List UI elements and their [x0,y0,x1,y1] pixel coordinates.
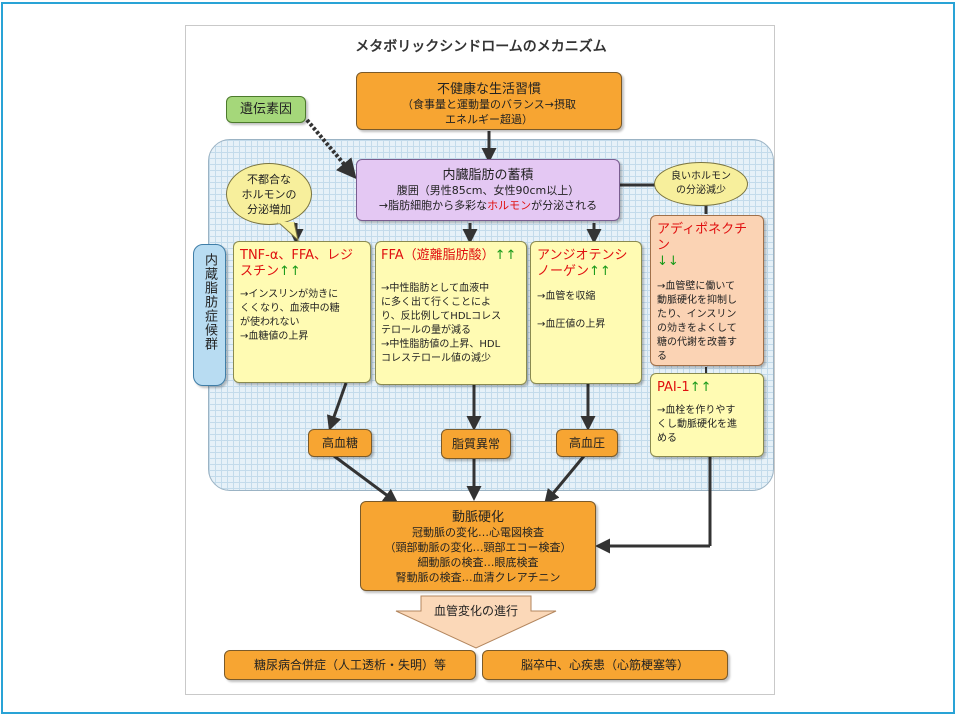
genetic-factor-box: 遺伝素因 [226,96,306,123]
hypertension-box: 高血圧 [556,429,618,457]
bad-bubble-tail [277,222,299,242]
visceral-heading: 内臓脂肪の蓄積 [442,168,534,183]
pai-body: →血栓を作りやすくし動脈硬化を進める [657,405,737,444]
lifestyle-line2: エネルギー超過） [445,113,533,126]
bad-hormone-bubble: 不都合な ホルモンの 分泌増加 [226,163,312,225]
ffa-body: →中性脂肪として血液中に多く出て行くことにより、反比例してHDLコレステロールの… [381,283,502,364]
atherosclerosis-heading: 動脈硬化 [451,510,504,525]
visceral-fat-box: 内臓脂肪の蓄積 腹囲（男性85cm、女性90cm以上） →脂肪細胞から多彩なホル… [356,159,620,221]
ffa-box: FFA（遊離脂肪酸）↑↑ →中性脂肪として血液中に多く出て行くことにより、反比例… [375,241,527,385]
arrow-tnf-glucose [326,382,348,431]
genetic-factor-label: 遺伝素因 [239,102,292,117]
angio-title: アンジオテンシノーゲン↑↑ [537,248,628,279]
pai1-box: PAI-1↑↑ →血栓を作りやすくし動脈硬化を進める [650,373,764,457]
adiponectin-box: アディポネクチン↓↓ →血管壁に働いて動脈硬化を抑制したり、インスリンの効きをよ… [650,215,764,366]
diagram-panel: メタボリックシンドロームのメカニズム [185,25,775,695]
lifestyle-box: 不健康な生活習慣 （食事量と運動量のバランス→摂取 エネルギー超過） [356,72,622,130]
hormone-highlight: ホルモン [487,199,532,212]
arrow-glucose-ath [333,454,399,504]
adipo-body: →血管壁に働いて動脈硬化を抑制したり、インスリンの効きをよくして糖の代謝を改善す… [657,281,737,362]
diagram-title: メタボリックシンドロームのメカニズム [355,39,607,55]
angiotensinogen-box: アンジオテンシノーゲン↑↑ →血管を収縮→血圧値の上昇 [530,241,642,384]
dyslipidemia-box: 脂質異常 [441,429,511,459]
angio-body: →血管を収縮→血圧値の上昇 [537,291,606,330]
progression-arrow [395,595,557,649]
adipo-title: アディポネクチン↓↓ [657,222,748,269]
stroke-heart-disease-box: 脳卒中、心疾患（心筋梗塞等） [482,650,728,680]
tnf-title: TNF-α、FFA、レジスチン↑↑ [240,248,354,279]
diabetes-complications-box: 糖尿病合併症（人工透析・失明）等 [224,650,476,680]
arrow-pressure-ath [544,455,586,505]
visceral-waist: 腹囲（男性85cm、女性90cm以上） [396,184,580,197]
tnf-body: →インスリンが効きにくくなり、血液中の糖が使われない→血糖値の上昇 [240,289,340,342]
arrow-genetic-visceral [305,118,357,180]
hyperglycemia-box: 高血糖 [308,429,372,457]
progression-label: 血管変化の進行 [433,604,518,618]
ffa-title: FFA（遊離脂肪酸）↑↑ [381,248,517,263]
tnf-box: TNF-α、FFA、レジスチン↑↑ →インスリンが効きにくくなり、血液中の糖が使… [233,241,371,383]
atherosclerosis-box: 動脈硬化 冠動脈の変化…心電図検査 （頸部動脈の変化…頸部エコー検査） 細動脈の… [360,501,596,591]
visceral-hormone-line: →脂肪細胞から多彩なホルモンが分泌される [378,199,598,212]
good-hormone-bubble: 良いホルモン の分泌減少 [654,162,748,206]
lifestyle-line1: （食事量と運動量のバランス→摂取 [402,98,576,111]
syndrome-label-box: 内蔵脂肪症候群 [193,244,226,386]
lifestyle-heading: 不健康な生活習慣 [436,82,541,97]
syndrome-label: 内蔵脂肪症候群 [202,253,217,351]
pai-title: PAI-1↑↑ [657,380,712,395]
